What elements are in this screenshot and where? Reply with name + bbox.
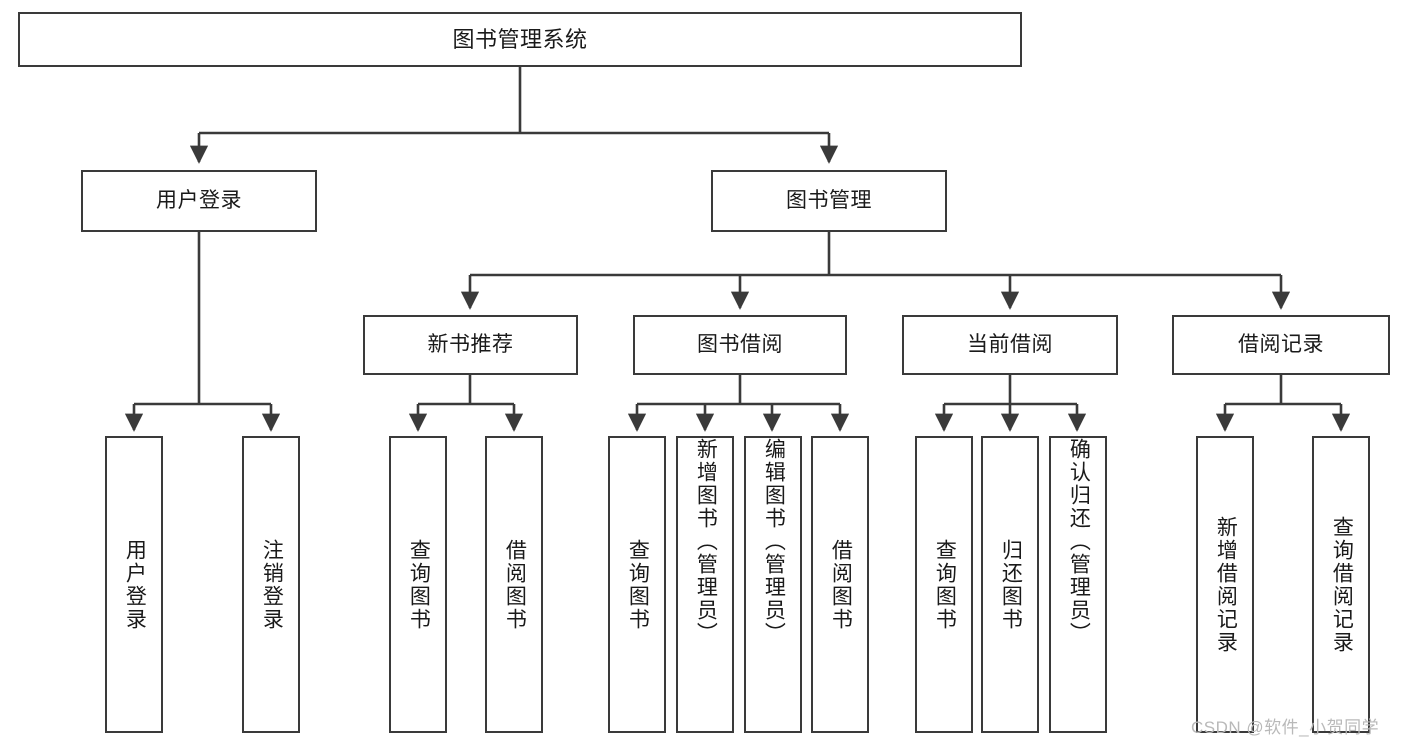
node-label: 借阅图书 xyxy=(829,538,853,631)
leaf-return-book[interactable]: 归还图书 xyxy=(981,436,1039,733)
node-label: 图书借阅 xyxy=(697,332,783,356)
node-label: 查询借阅记录 xyxy=(1330,515,1354,654)
node-label: 新书推荐 xyxy=(427,332,514,356)
node-book-borrow[interactable]: 图书借阅 xyxy=(633,315,847,375)
node-current-borrow[interactable]: 当前借阅 xyxy=(902,315,1118,375)
node-label: 新增图书（管理员） xyxy=(694,438,718,645)
leaf-confirm-return-admin[interactable]: 确认归还（管理员） xyxy=(1049,436,1107,733)
node-new-book-rec[interactable]: 新书推荐 xyxy=(363,315,578,375)
leaf-logout-login[interactable]: 注销登录 xyxy=(242,436,300,733)
node-label: 新增借阅记录 xyxy=(1214,515,1238,654)
node-label: 用户登录 xyxy=(123,538,147,631)
node-root-system[interactable]: 图书管理系统 xyxy=(18,12,1022,67)
leaf-query-book-borrow[interactable]: 查询图书 xyxy=(608,436,666,733)
node-label: 借阅记录 xyxy=(1238,332,1324,356)
node-label: 用户登录 xyxy=(156,188,242,212)
node-label: 查询图书 xyxy=(933,538,957,631)
leaf-add-book-admin[interactable]: 新增图书（管理员） xyxy=(676,436,734,733)
node-label: 注销登录 xyxy=(260,538,284,631)
node-label: 编辑图书（管理员） xyxy=(762,438,786,645)
leaf-query-book-current[interactable]: 查询图书 xyxy=(915,436,973,733)
leaf-borrow-book[interactable]: 借阅图书 xyxy=(811,436,869,733)
leaf-borrow-book-rec[interactable]: 借阅图书 xyxy=(485,436,543,733)
csdn-watermark: CSDN @软件_小贺同学 xyxy=(1191,718,1380,737)
node-book-manage[interactable]: 图书管理 xyxy=(711,170,947,232)
node-label: 图书管理 xyxy=(786,188,872,212)
node-user-login[interactable]: 用户登录 xyxy=(81,170,317,232)
node-label: 借阅图书 xyxy=(503,538,527,631)
leaf-edit-book-admin[interactable]: 编辑图书（管理员） xyxy=(744,436,802,733)
node-label: 归还图书 xyxy=(999,538,1023,631)
node-borrow-record[interactable]: 借阅记录 xyxy=(1172,315,1390,375)
node-label: 当前借阅 xyxy=(967,332,1053,356)
node-label: 图书管理系统 xyxy=(452,26,588,52)
leaf-add-borrow-record[interactable]: 新增借阅记录 xyxy=(1196,436,1254,733)
leaf-query-book-rec[interactable]: 查询图书 xyxy=(389,436,447,733)
leaf-query-borrow-record[interactable]: 查询借阅记录 xyxy=(1312,436,1370,733)
node-label: 查询图书 xyxy=(626,538,650,631)
leaf-user-login[interactable]: 用户登录 xyxy=(105,436,163,733)
node-label: 查询图书 xyxy=(407,538,431,631)
node-label: 确认归还（管理员） xyxy=(1067,438,1091,645)
